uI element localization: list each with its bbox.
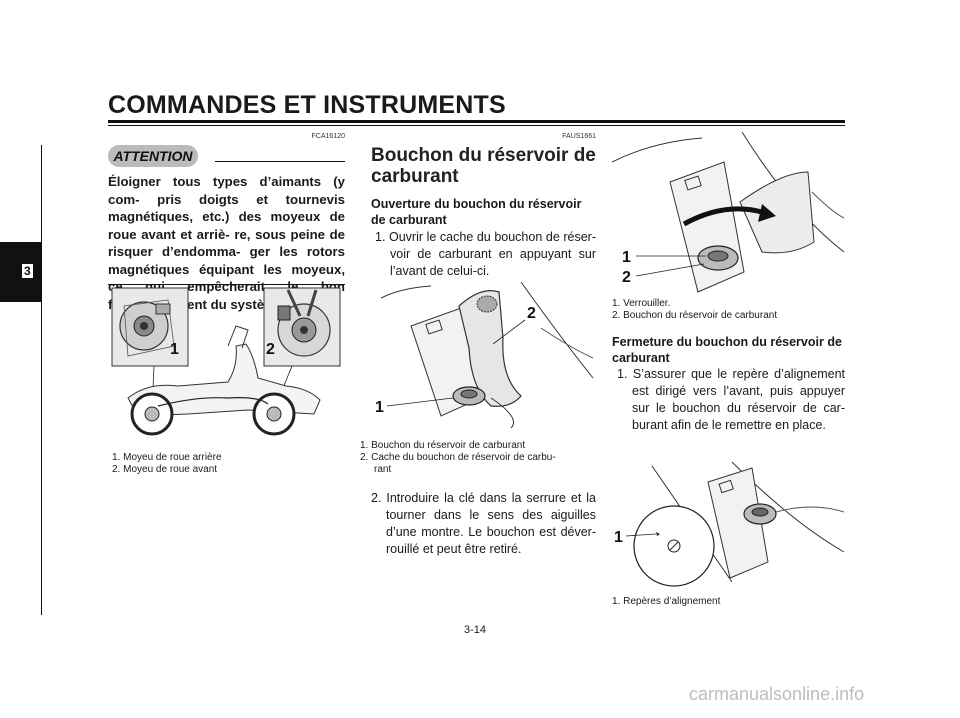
middle-caption-2: 2. Cache du bouchon de réservoir de carb…: [360, 452, 556, 463]
right-caption-1: 1. Verrouiller.: [612, 298, 671, 309]
right-caption-2: 2. Bouchon du réservoir de carburant: [612, 310, 778, 321]
page-header-title: COMMANDES ET INSTRUMENTS: [108, 91, 506, 119]
header-rule-thin: [108, 125, 845, 126]
chapter-sidebar-line: [41, 145, 42, 615]
attention-bottom-rule: [108, 284, 345, 285]
attention-rule: [215, 161, 345, 162]
chapter-tab-number: 3: [22, 264, 33, 278]
scooter-abs-figure: 1 2: [111, 287, 341, 436]
left-caption-1: 1. Moyeu de roue arrière: [112, 452, 222, 463]
figure-label-2: 2: [622, 269, 631, 286]
section-title: Bouchon du réservoir de carburant: [371, 145, 596, 187]
opening-step-1: 1. Ouvrir le cache du bouchon de réser- …: [375, 230, 596, 278]
chapter-tab: [0, 242, 41, 302]
attention-code: FCA16120: [311, 133, 345, 140]
left-caption-2: 2. Moyeu de roue avant: [112, 464, 218, 475]
closing-subhead: Fermeture du bouchon du réservoir de car…: [612, 335, 842, 365]
middle-caption-2-cont: rant: [374, 464, 392, 475]
fuel-cap-lock-figure: 1 2: [612, 132, 845, 293]
middle-caption-1: 1. Bouchon du réservoir de carburant: [360, 440, 526, 451]
opening-step-2: 2. Introduire la clé dans la serrure et …: [371, 491, 596, 556]
opening-subhead: Ouverture du bouchon du réservoir de car…: [371, 197, 582, 227]
closing-step-1: 1. S’assurer que le repère d’alignement …: [617, 367, 845, 432]
right-caption-3: 1. Repères d’alignement: [612, 596, 721, 607]
attention-badge: ATTENTION: [108, 145, 198, 167]
header-rule: [108, 120, 845, 123]
figure-label-1: 1: [614, 529, 623, 546]
figure-label-1: 1: [170, 341, 179, 358]
figure-label-2: 2: [266, 341, 275, 358]
fuel-cap-cover-figure: 1 2: [375, 281, 594, 429]
footer-watermark: carmanualsonline.info: [689, 684, 865, 704]
alignment-marks-figure: 1: [614, 462, 845, 587]
figure-label-1: 1: [375, 399, 384, 416]
figure-label-2: 2: [527, 305, 536, 322]
section-code: FAUS1661: [562, 133, 596, 140]
page-number: 3-14: [464, 624, 487, 636]
figure-label-1: 1: [622, 249, 631, 266]
